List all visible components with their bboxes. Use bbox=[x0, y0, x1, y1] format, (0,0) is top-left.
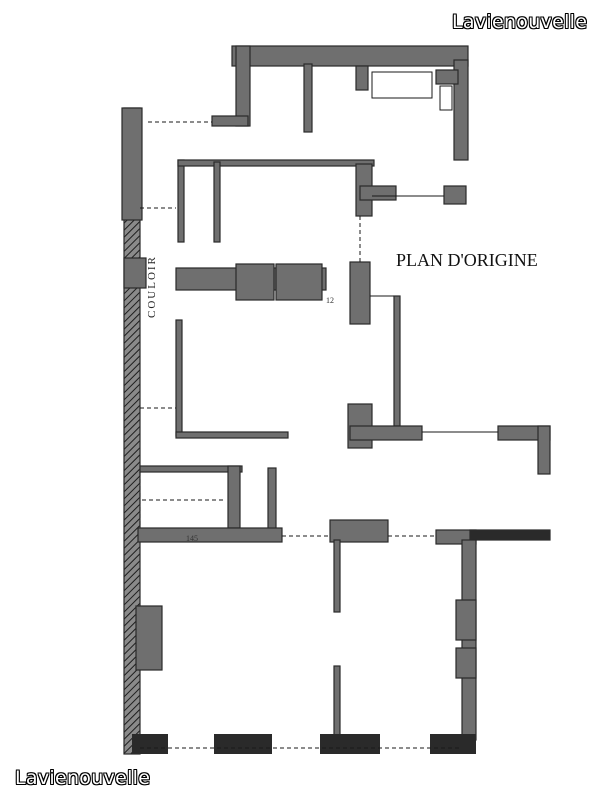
top-room-partition bbox=[303, 63, 313, 133]
right-thin-wall bbox=[393, 295, 401, 427]
bottom-facade bbox=[132, 734, 476, 754]
dimension-label-12: 12 bbox=[326, 296, 334, 305]
corridor-label: COULOIR bbox=[146, 255, 158, 318]
dashed-lines bbox=[139, 121, 462, 749]
plan-title: PLAN D'ORIGINE bbox=[396, 250, 538, 270]
solid-lines bbox=[370, 71, 498, 433]
top-pier bbox=[355, 65, 369, 91]
middle-right-wall bbox=[349, 425, 423, 441]
right-dark-wall bbox=[469, 529, 551, 541]
top-left-wall bbox=[235, 45, 251, 127]
facade-block-3 bbox=[320, 734, 380, 754]
top-right-wall bbox=[453, 59, 469, 161]
small-room-top bbox=[139, 465, 243, 473]
watermark-bottom: Lavienouvelle bbox=[15, 767, 151, 789]
center-pier bbox=[349, 261, 371, 325]
left-wall-pier bbox=[123, 257, 147, 289]
chimney-block-right bbox=[275, 263, 323, 301]
top-left-return bbox=[211, 115, 249, 127]
facade-block-2 bbox=[214, 734, 272, 754]
cross-wall bbox=[137, 527, 283, 543]
right-upper-pier bbox=[443, 185, 467, 205]
middle-right-return bbox=[537, 425, 551, 475]
facade-block-1 bbox=[132, 734, 168, 754]
center-stub-upper bbox=[333, 539, 341, 613]
cross-pier-center bbox=[329, 519, 389, 543]
small-room-stub bbox=[267, 467, 277, 531]
fireplace-left bbox=[135, 605, 163, 671]
small-room-right bbox=[227, 465, 241, 529]
corridor-partition-foot bbox=[175, 431, 289, 439]
corridor-partition bbox=[175, 319, 183, 437]
chimney-block-left bbox=[235, 263, 275, 301]
room-inner-wall bbox=[213, 161, 221, 243]
lower-right-pier-2 bbox=[455, 647, 477, 679]
left-wall-upper-segment bbox=[121, 107, 143, 221]
watermark-top: Lavienouvelle bbox=[452, 11, 588, 33]
lower-right-pier bbox=[455, 599, 477, 641]
room-left-wall bbox=[177, 159, 185, 243]
room-top-wall bbox=[177, 159, 375, 167]
top-right-fixture bbox=[435, 69, 459, 85]
dimension-label-145: 145 bbox=[186, 534, 198, 543]
center-stub-lower bbox=[333, 665, 341, 739]
top-exterior-wall bbox=[231, 45, 469, 67]
facade-block-4 bbox=[430, 734, 476, 754]
room-right-return bbox=[359, 185, 397, 201]
